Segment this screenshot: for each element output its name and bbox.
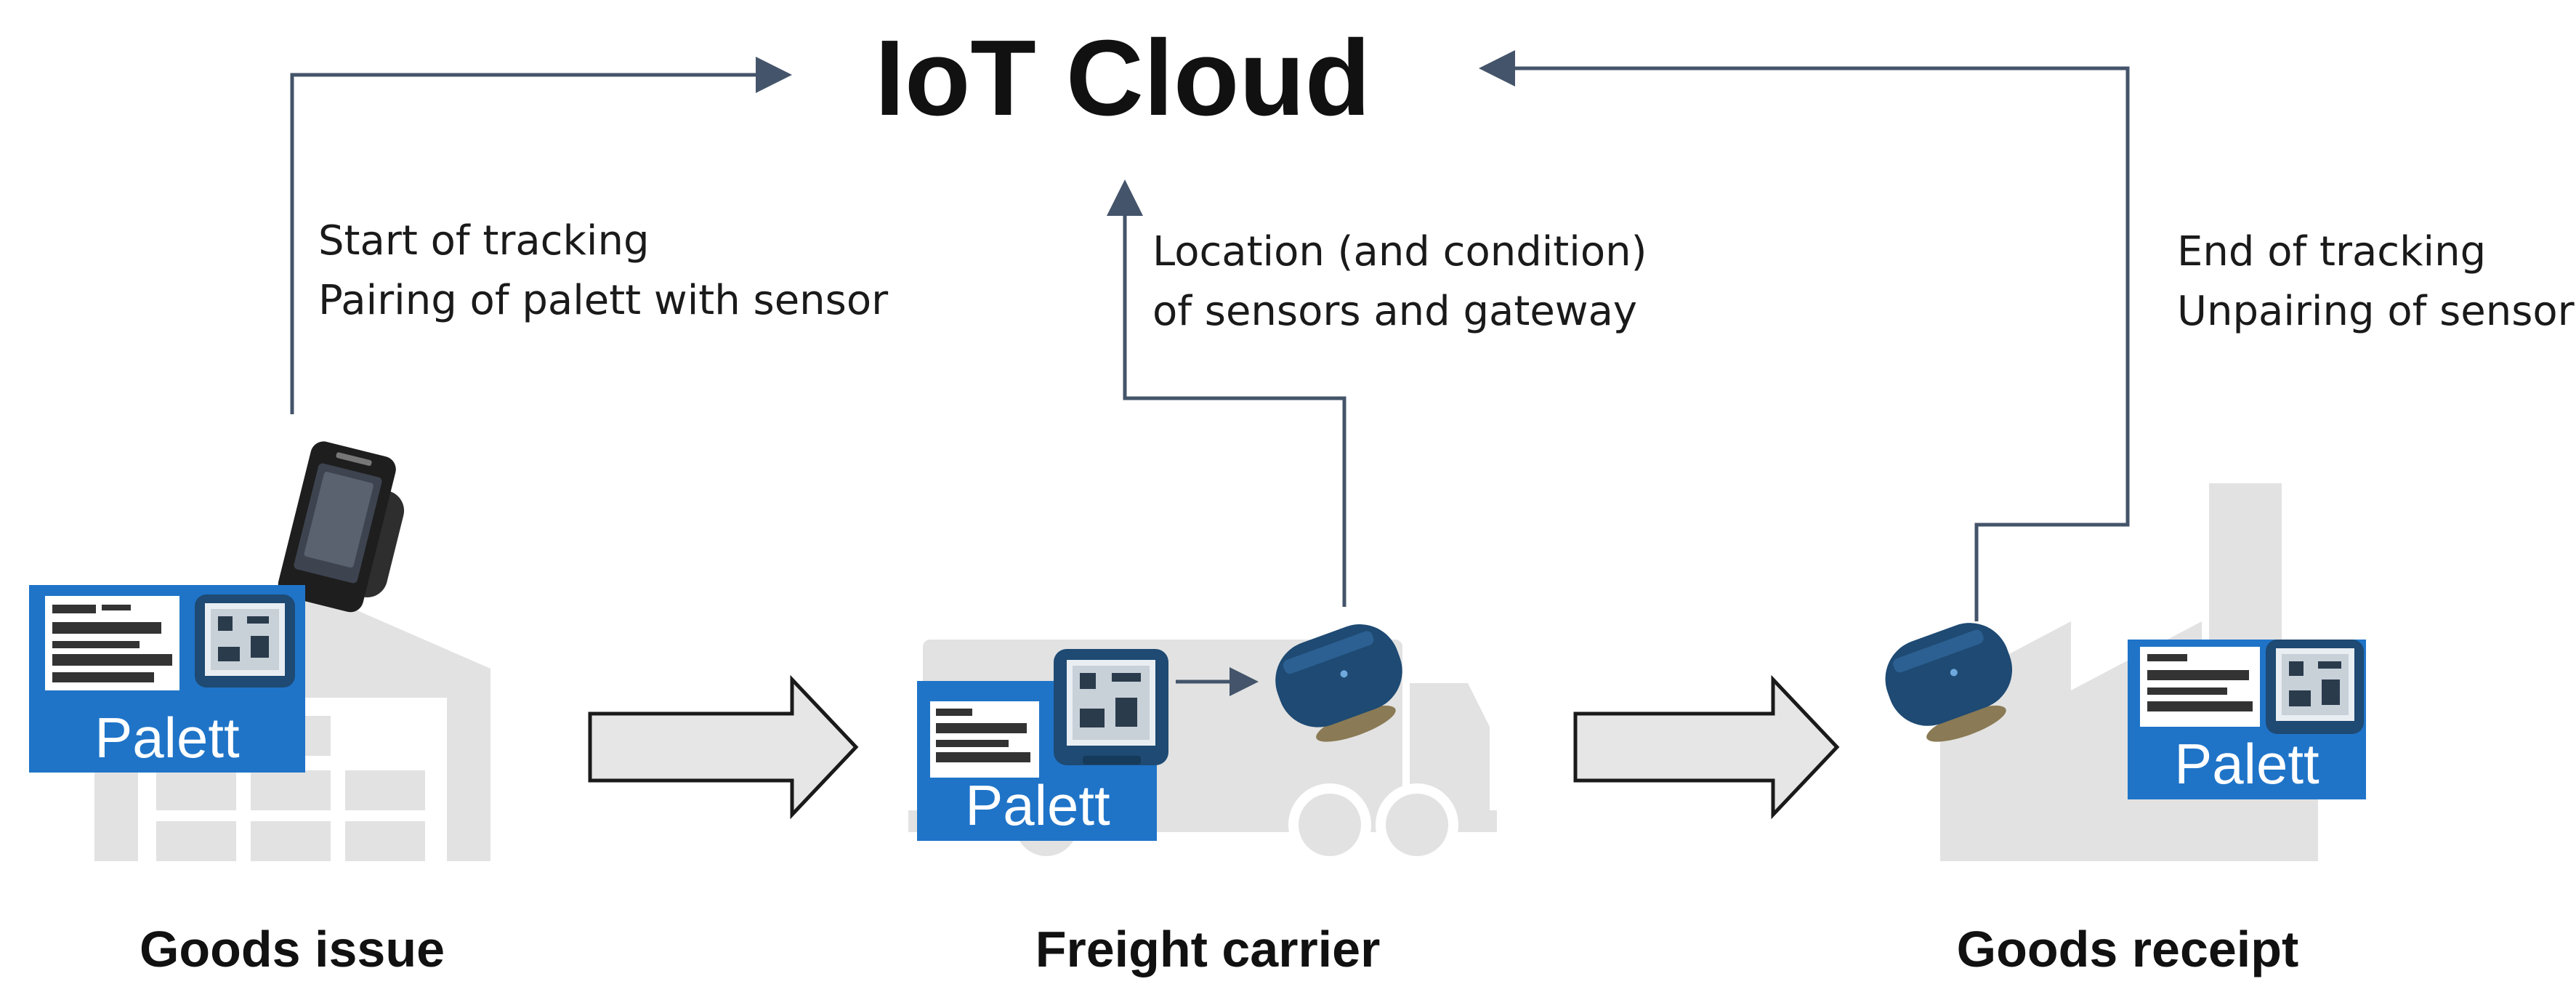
start-note-line2: Pairing of palett with sensor <box>318 277 889 324</box>
start-tracking-connector <box>290 57 792 414</box>
location-note-line1: Location (and condition) <box>1152 228 1647 275</box>
stage-goods-issue: Goods issue <box>140 921 445 977</box>
gateway-icon <box>1885 623 2013 742</box>
sensor-tag-icon <box>195 594 295 688</box>
end-note-line1: End of tracking <box>2177 228 2486 275</box>
start-note-line1: Start of tracking <box>318 217 650 265</box>
diagram-title: IoT Cloud <box>875 18 1370 138</box>
palett-label: Palett <box>965 773 1110 837</box>
location-connector <box>1107 180 1346 607</box>
palett-label: Palett <box>94 706 240 770</box>
flow-arrow-1 <box>588 674 859 820</box>
palett-goods-receipt: Palett <box>2128 640 2366 799</box>
location-note-line2: of sensors and gateway <box>1152 288 1637 335</box>
palett-freight-carrier: Palett <box>917 649 1168 841</box>
stage-goods-receipt: Goods receipt <box>1957 921 2299 977</box>
palett-goods-issue: Palett <box>29 585 305 773</box>
handheld-scanner-icon <box>278 441 405 613</box>
end-note-line2: Unpairing of sensor <box>2177 288 2575 335</box>
palett-label: Palett <box>2174 732 2319 796</box>
sensor-tag-icon <box>1054 649 1168 765</box>
gateway-icon <box>1275 624 1402 742</box>
flow-arrow-2 <box>1573 674 1840 820</box>
end-tracking-connector <box>1479 50 2130 621</box>
sensor-tag-icon <box>2266 640 2364 734</box>
stage-freight-carrier: Freight carrier <box>1035 921 1381 977</box>
